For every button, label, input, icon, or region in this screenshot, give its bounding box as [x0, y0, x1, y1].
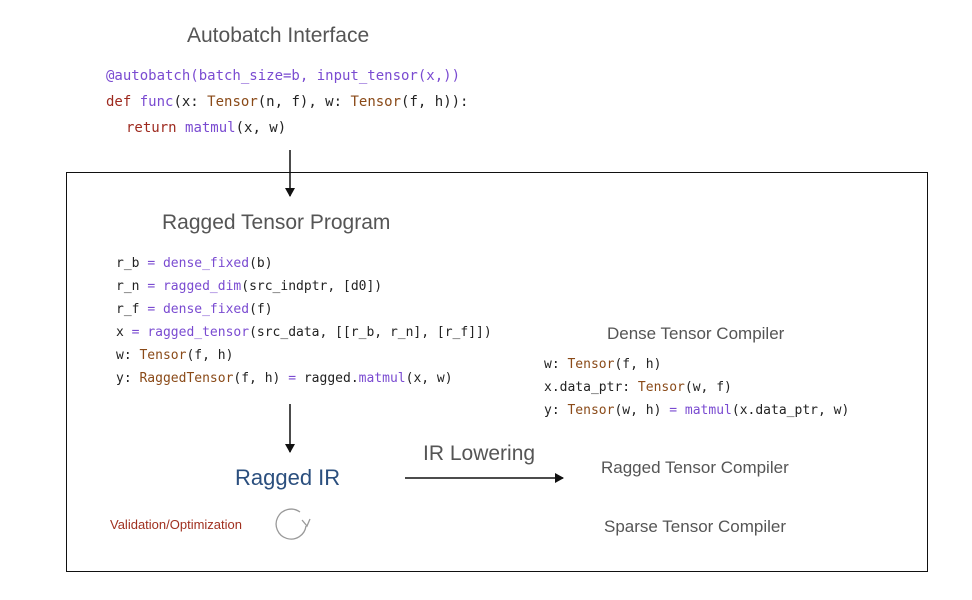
operator: =: [147, 302, 156, 317]
code-fragment: (f, h): [233, 371, 289, 386]
ragged-compiler-label: Ragged Tensor Compiler: [601, 458, 789, 477]
operator: =: [147, 279, 156, 294]
loop-icon: [275, 508, 311, 540]
dense-code-line-1: w: Tensor(f, h): [544, 357, 661, 372]
ragged-code-line-2: r_n = ragged_dim(src_indptr, [d0]): [116, 279, 382, 294]
code-fragment: x.data_ptr:: [544, 380, 638, 395]
autobatch-title: Autobatch Interface: [187, 24, 370, 47]
type-name: Tensor: [139, 348, 187, 363]
ragged-code-line-4: x = ragged_tensor(src_data, [[r_b, r_n],…: [116, 325, 492, 340]
ragged-ir-label: Ragged IR: [235, 465, 341, 490]
code-fragment: (w, h): [614, 403, 670, 418]
operator: =: [288, 371, 297, 386]
type-name: Tensor: [207, 94, 258, 110]
code-fragment: (f, h): [186, 348, 234, 363]
code-fragment: (f, h)):: [401, 94, 469, 110]
code-fragment: x: [116, 325, 132, 340]
validation-label: Validation/Optimization: [110, 517, 242, 532]
matmul-name: matmul: [185, 120, 236, 136]
autobatch-code-line-3: return matmul(x, w): [126, 120, 286, 136]
ragged-code-line-1: r_b = dense_fixed(b): [116, 256, 273, 271]
code-fragment: (x:: [173, 94, 208, 110]
type-name: Tensor: [637, 380, 685, 395]
code-fragment: y:: [116, 371, 140, 386]
function-name: ragged_dim: [162, 279, 242, 294]
code-fragment: (x, w): [405, 371, 453, 386]
decorator-text: @autobatch(batch_size=b, input_tensor(x,…: [106, 68, 461, 84]
code-fragment: r_b: [116, 256, 148, 271]
type-name: Tensor: [567, 403, 615, 418]
code-fragment: ragged.: [296, 371, 359, 386]
code-fragment: (b): [249, 256, 273, 271]
ragged-program-title: Ragged Tensor Program: [162, 211, 391, 234]
ragged-code-line-6: y: RaggedTensor(f, h) = ragged.matmul(x,…: [116, 371, 453, 386]
code-fragment: (f): [249, 302, 273, 317]
code-fragment: (src_indptr, [d0]): [241, 279, 383, 294]
code-fragment: (x.data_ptr, w): [731, 403, 850, 418]
ragged-code-line-3: r_f = dense_fixed(f): [116, 302, 273, 317]
operator: =: [131, 325, 140, 340]
function-name: matmul: [358, 371, 406, 386]
code-fragment: w:: [544, 357, 568, 372]
function-name: matmul: [677, 403, 732, 418]
type-name: RaggedTensor: [139, 371, 234, 386]
func-name: func: [139, 94, 174, 110]
code-fragment: (f, h): [614, 357, 662, 372]
sparse-compiler-label: Sparse Tensor Compiler: [604, 517, 787, 536]
type-name: Tensor: [567, 357, 615, 372]
dense-code-line-3: y: Tensor(w, h) = matmul(x.data_ptr, w): [544, 403, 849, 418]
code-fragment: (x, w): [235, 120, 287, 136]
autobatch-code-line-2: def func(x: Tensor(n, f), w: Tensor(f, h…: [106, 94, 468, 110]
dense-compiler-title: Dense Tensor Compiler: [607, 324, 785, 343]
code-fragment: y:: [544, 403, 568, 418]
ir-lowering-label: IR Lowering: [423, 442, 536, 465]
code-fragment: w:: [116, 348, 140, 363]
return-keyword: return: [126, 120, 177, 136]
code-fragment: r_f: [116, 302, 148, 317]
type-name: Tensor: [350, 94, 402, 110]
compiler-stack-box: [66, 172, 928, 572]
code-fragment: (src_data, [[r_b, r_n], [r_f]]): [249, 325, 492, 340]
function-name: dense_fixed: [162, 302, 250, 317]
def-keyword: def: [106, 94, 132, 110]
code-fragment: r_n: [116, 279, 148, 294]
function-name: dense_fixed: [162, 256, 250, 271]
autobatch-code-line-1: @autobatch(batch_size=b, input_tensor(x,…: [106, 68, 460, 84]
function-name: ragged_tensor: [147, 325, 250, 340]
operator: =: [669, 403, 678, 418]
operator: =: [147, 256, 156, 271]
ragged-code-line-5: w: Tensor(f, h): [116, 348, 233, 363]
code-fragment: (n, f), w:: [257, 94, 351, 110]
dense-code-line-2: x.data_ptr: Tensor(w, f): [544, 380, 732, 395]
code-fragment: (w, f): [684, 380, 732, 395]
